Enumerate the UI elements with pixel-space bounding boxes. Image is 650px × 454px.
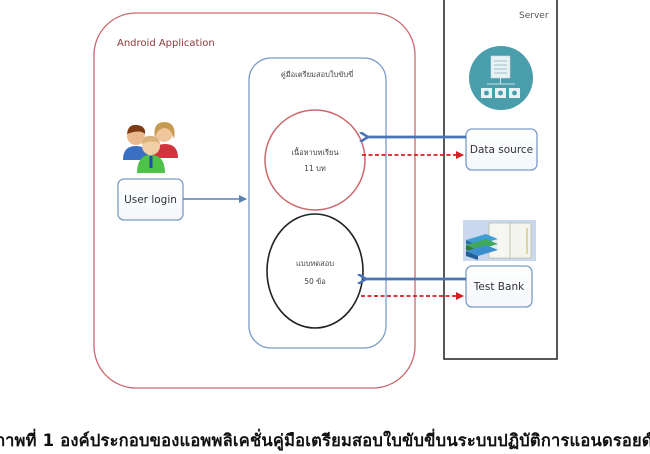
- edges: [183, 137, 466, 300]
- android-app-container: Android Application: [93, 12, 416, 389]
- lessons-title: เนื้อหาบทเรียน: [291, 147, 338, 157]
- data-source-node[interactable]: Data source: [465, 46, 538, 171]
- android-app-label: Android Application: [117, 38, 215, 49]
- quiz-title: แบบทดสอบ: [296, 259, 334, 268]
- figure-caption: ภาพที่ 1 องค์ประกอบของแอพพลิเคชั่นคู่มือ…: [0, 431, 650, 450]
- users-group-icon: [123, 122, 178, 173]
- android-app-frame: [93, 12, 416, 389]
- data-source-label: Data source: [470, 144, 533, 156]
- user-login-label: User login: [124, 194, 177, 206]
- quiz-circle[interactable]: [266, 213, 364, 329]
- lessons-count: 11 บท: [304, 164, 326, 173]
- lessons-node[interactable]: เนื้อหาบทเรียน 11 บท: [264, 109, 366, 211]
- quiz-count: 50 ข้อ: [304, 277, 326, 286]
- manual-label: คู่มือเตรียมสอบใบขับขี่: [281, 69, 354, 79]
- test-bank-box[interactable]: [465, 265, 533, 308]
- quiz-node[interactable]: แบบทดสอบ 50 ข้อ: [266, 213, 364, 329]
- manual-frame: [248, 57, 387, 349]
- test-bank-node[interactable]: Test Bank: [463, 220, 536, 308]
- data-source-box[interactable]: [465, 128, 538, 171]
- test-bank-label: Test Bank: [473, 281, 525, 293]
- books-icon: [463, 220, 536, 261]
- lessons-circle[interactable]: [264, 109, 366, 211]
- server-label: Server: [519, 11, 549, 21]
- database-network-icon: [469, 46, 533, 110]
- user-login-node[interactable]: User login: [117, 122, 184, 221]
- manual-container: คู่มือเตรียมสอบใบขับขี่: [248, 57, 387, 349]
